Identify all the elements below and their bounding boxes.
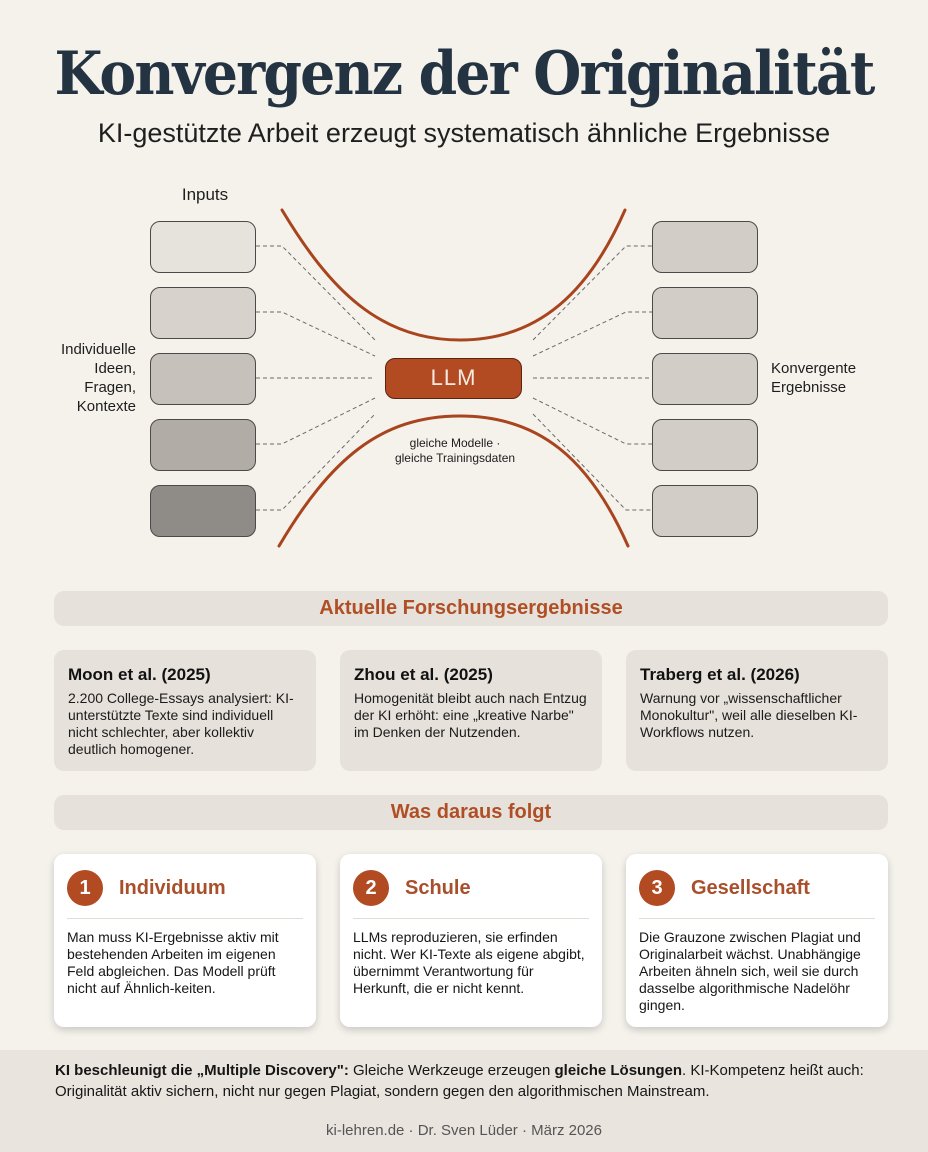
card-text: Die Grauzone zwischen Plagiat und Origin…	[639, 929, 861, 1013]
convergence-diagram: Inputs Individuelle Ideen, Fragen, Konte…	[0, 180, 928, 560]
research-card-title: Traberg et al. (2026)	[640, 665, 800, 684]
output-box-5	[652, 485, 758, 537]
footer-credit: ki-lehren.de · Dr. Sven Lüder · März 202…	[326, 1122, 602, 1139]
research-card-title: Moon et al. (2025)	[68, 665, 211, 684]
left-connectors	[256, 245, 376, 511]
research-card-text: Warnung vor „wissenschaftlicher Monokult…	[640, 690, 858, 740]
research-card-title: Zhou et al. (2025)	[354, 665, 493, 684]
summary-text: KI beschleunigt die „Multiple Discovery"…	[55, 1062, 864, 1100]
funnel-curves	[277, 208, 630, 548]
funnel-graphic	[256, 208, 652, 548]
right-caption: Konvergente Ergebnisse	[771, 360, 857, 396]
consequence-card-schule: 2 Schule LLMs reproduzieren, sie erfinde…	[340, 854, 602, 1027]
consequences-heading: Was daraus folgt	[54, 795, 888, 830]
divider	[67, 918, 303, 919]
research-card-traberg: Traberg et al. (2026) Warnung vor „wisse…	[626, 650, 888, 771]
output-box-3	[652, 353, 758, 405]
card-title: Individuum	[119, 876, 226, 899]
card-text: LLMs reproduzieren, sie erfinden nicht. …	[353, 929, 585, 996]
number-badge: 3	[639, 870, 675, 906]
page-subtitle: KI-gestützte Arbeit erzeugt systematisch…	[97, 118, 831, 148]
consequence-card-individuum: 1 Individuum Man muss KI-Ergebnisse akti…	[54, 854, 316, 1027]
divider	[639, 918, 875, 919]
card-title: Schule	[405, 876, 471, 899]
left-caption: Individuelle Ideen, Fragen, Kontexte	[60, 341, 136, 415]
divider	[353, 918, 589, 919]
page-title: Konvergenz der Originalität	[54, 39, 875, 109]
number-badge: 2	[353, 870, 389, 906]
footer-band	[0, 1050, 928, 1152]
right-connectors	[532, 245, 652, 511]
research-card-zhou: Zhou et al. (2025) Homogenität bleibt au…	[340, 650, 602, 771]
card-title: Gesellschaft	[691, 876, 810, 899]
output-box-1	[652, 221, 758, 273]
output-box-2	[652, 287, 758, 339]
research-heading: Aktuelle Forschungsergebnisse	[54, 591, 888, 626]
number-badge: 1	[67, 870, 103, 906]
research-card-moon: Moon et al. (2025) 2.200 College-Essays …	[54, 650, 316, 771]
llm-caption: gleiche Modelle · gleiche Trainingsdaten	[394, 436, 516, 465]
input-box-3	[150, 353, 256, 405]
research-card-text: Homogenität bleibt auch nach Entzug der …	[354, 690, 587, 740]
card-text: Man muss KI-Ergebnisse aktiv mit bestehe…	[67, 929, 279, 996]
inputs-label: Inputs	[181, 185, 229, 204]
research-card-text: 2.200 College-Essays analysiert: KI-unte…	[68, 690, 294, 757]
consequence-card-gesellschaft: 3 Gesellschaft Die Grauzone zwischen Pla…	[626, 854, 888, 1027]
output-box-4	[652, 419, 758, 471]
input-box-5	[150, 485, 256, 537]
llm-node: LLM	[385, 358, 522, 399]
input-box-2	[150, 287, 256, 339]
input-box-4	[150, 419, 256, 471]
input-box-1	[150, 221, 256, 273]
